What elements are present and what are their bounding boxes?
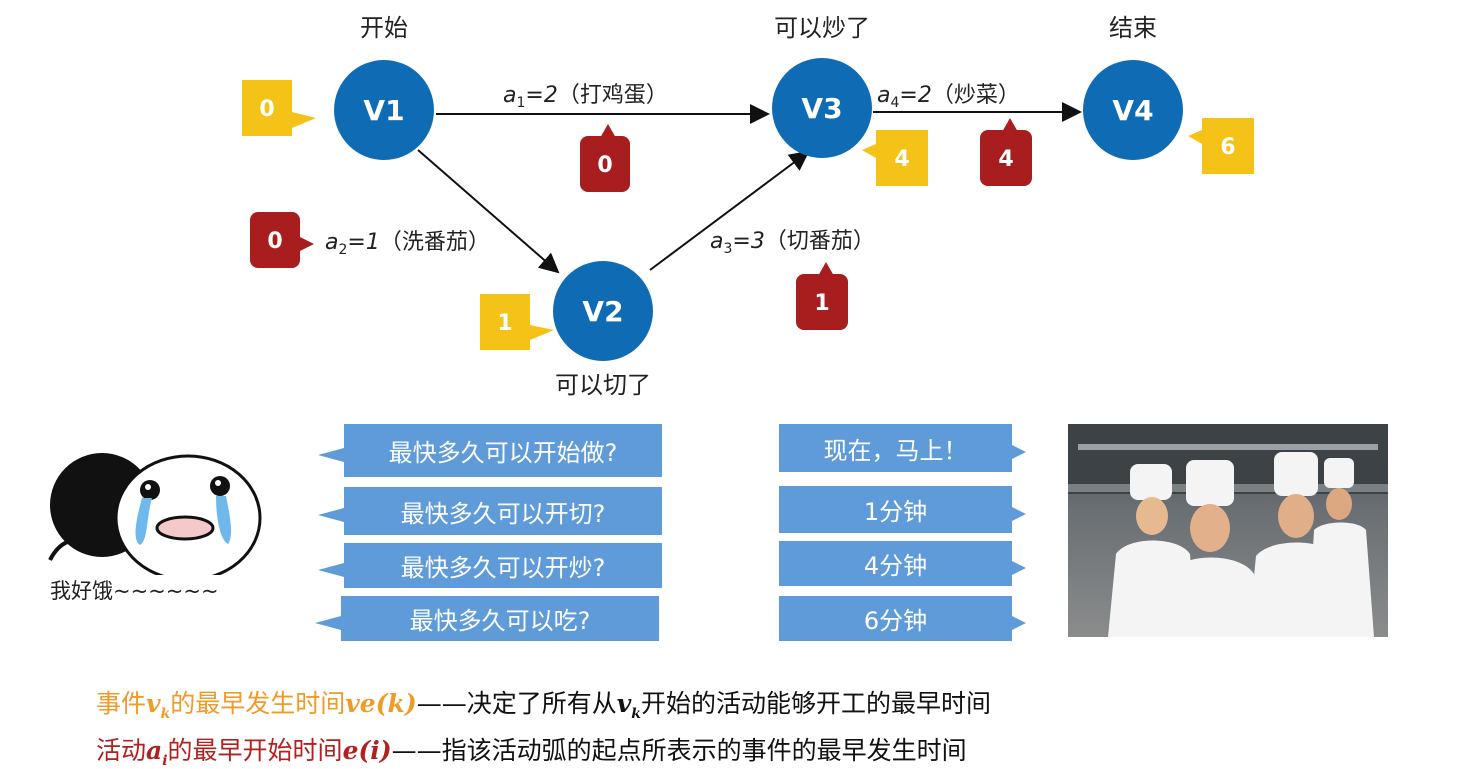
- edge-a4-label: a4=2（炒菜）: [877, 83, 1020, 111]
- edge-a2-line: [417, 149, 560, 274]
- caption-v2: 可以切了: [555, 371, 651, 399]
- question-bubble-start: 最快多久可以开始做?: [318, 424, 662, 477]
- caption-v4: 结束: [1109, 14, 1157, 42]
- question-bubble-fry: 最快多久可以开炒?: [318, 543, 662, 588]
- ve-callout-v3: 4: [862, 130, 928, 186]
- e-callout-a3: 1: [796, 262, 848, 330]
- svg-text:4: 4: [998, 147, 1013, 172]
- svg-text:V3: V3: [801, 92, 842, 125]
- node-v3: V3: [772, 58, 872, 158]
- edge-a2-label: a2=1（洗番茄）: [325, 230, 490, 258]
- ve-callout-v4: 6: [1188, 118, 1254, 174]
- node-v2: V2: [553, 261, 653, 361]
- svg-text:4: 4: [894, 147, 909, 172]
- svg-text:V2: V2: [582, 295, 623, 328]
- question-bubble-eat: 最快多久可以吃?: [315, 596, 659, 641]
- question-bubble-cut: 最快多久可以开切?: [318, 487, 662, 535]
- crying-face-icon: [48, 453, 262, 575]
- answer-bubble-1min: 1分钟: [779, 486, 1026, 533]
- e-callout-a2: 0: [250, 212, 314, 268]
- caption-v1: 开始: [360, 14, 408, 42]
- svg-text:V4: V4: [1112, 94, 1153, 127]
- definition-ve: 事件vk的最早发生时间ve(k)——决定了所有从vk开始的活动能够开工的最早时间: [96, 689, 991, 722]
- e-callout-a1: 0: [580, 124, 630, 192]
- svg-text:0: 0: [259, 97, 274, 122]
- svg-text:0: 0: [267, 229, 282, 254]
- aoe-graph: V1 V2 V3 V4 开始 可以切了 可以炒了 结束 a1=2（打鸡蛋） a2…: [242, 14, 1254, 399]
- ve-callout-v2: 1: [480, 294, 554, 350]
- node-v1: V1: [334, 60, 434, 160]
- ve-callout-v1: 0: [242, 80, 316, 136]
- svg-text:6: 6: [1220, 135, 1235, 160]
- caption-v3: 可以炒了: [774, 14, 870, 42]
- answer-bubble-now: 现在，马上！: [779, 424, 1026, 472]
- edge-a3-label: a3=3（切番茄）: [710, 229, 875, 257]
- answer-bubble-6min: 6分钟: [779, 596, 1026, 641]
- svg-text:V1: V1: [363, 94, 404, 127]
- svg-text:1: 1: [497, 311, 512, 336]
- chefs-photo: [1068, 424, 1388, 637]
- meme-caption: 我好饿~~~~~~: [50, 579, 219, 603]
- answer-bubble-4min: 4分钟: [779, 541, 1026, 586]
- e-callout-a4: 4: [980, 118, 1032, 186]
- definition-e: 活动ai的最早开始时间e(i)——指该活动弧的起点所表示的事件的最早发生时间: [96, 736, 967, 769]
- node-v4: V4: [1083, 60, 1183, 160]
- edge-a1-label: a1=2（打鸡蛋）: [503, 83, 668, 111]
- edge-a3-line: [649, 150, 810, 271]
- svg-text:0: 0: [597, 153, 612, 178]
- svg-text:1: 1: [814, 291, 829, 316]
